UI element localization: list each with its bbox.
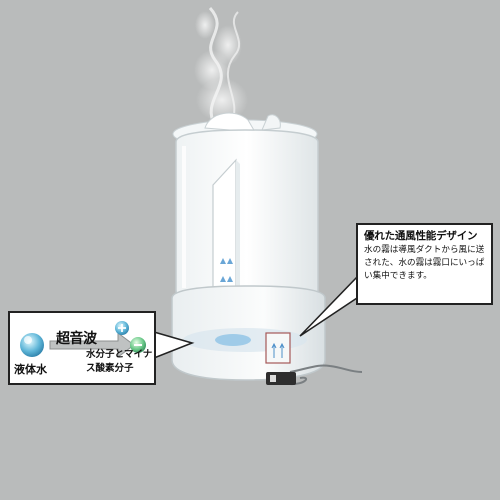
liquid-water-label: 液体水 (14, 363, 47, 376)
ventilation-description: 水の霧は導風ダクトから風に送された、水の霧は霧口にいっぱい集中できます。 (364, 245, 485, 281)
minus-ion-icon (130, 337, 146, 353)
mist-plume (194, 6, 248, 126)
ultrasonic-label: 超音波 (56, 331, 97, 347)
ventilation-callout: 優れた通風性能デザイン 水の霧は導風ダクトから風に送された、水の霧は霧口にいっぱ… (356, 223, 493, 305)
power-cord (266, 364, 363, 386)
ultrasonic-process-callout: 超音波 液体水 水分子とマイナス酸素分子 (8, 311, 156, 385)
ventilation-title: 優れた通風性能デザイン (364, 230, 478, 242)
water-tank (175, 129, 319, 307)
arrow-right-icon (49, 332, 135, 358)
molecule-result-label: 水分子とマイナス酸素分子 (86, 349, 153, 374)
water-droplet-icon (20, 333, 44, 357)
plus-ion-icon (115, 321, 129, 335)
side-duct-panel (265, 332, 291, 364)
process-diagram (20, 321, 146, 358)
